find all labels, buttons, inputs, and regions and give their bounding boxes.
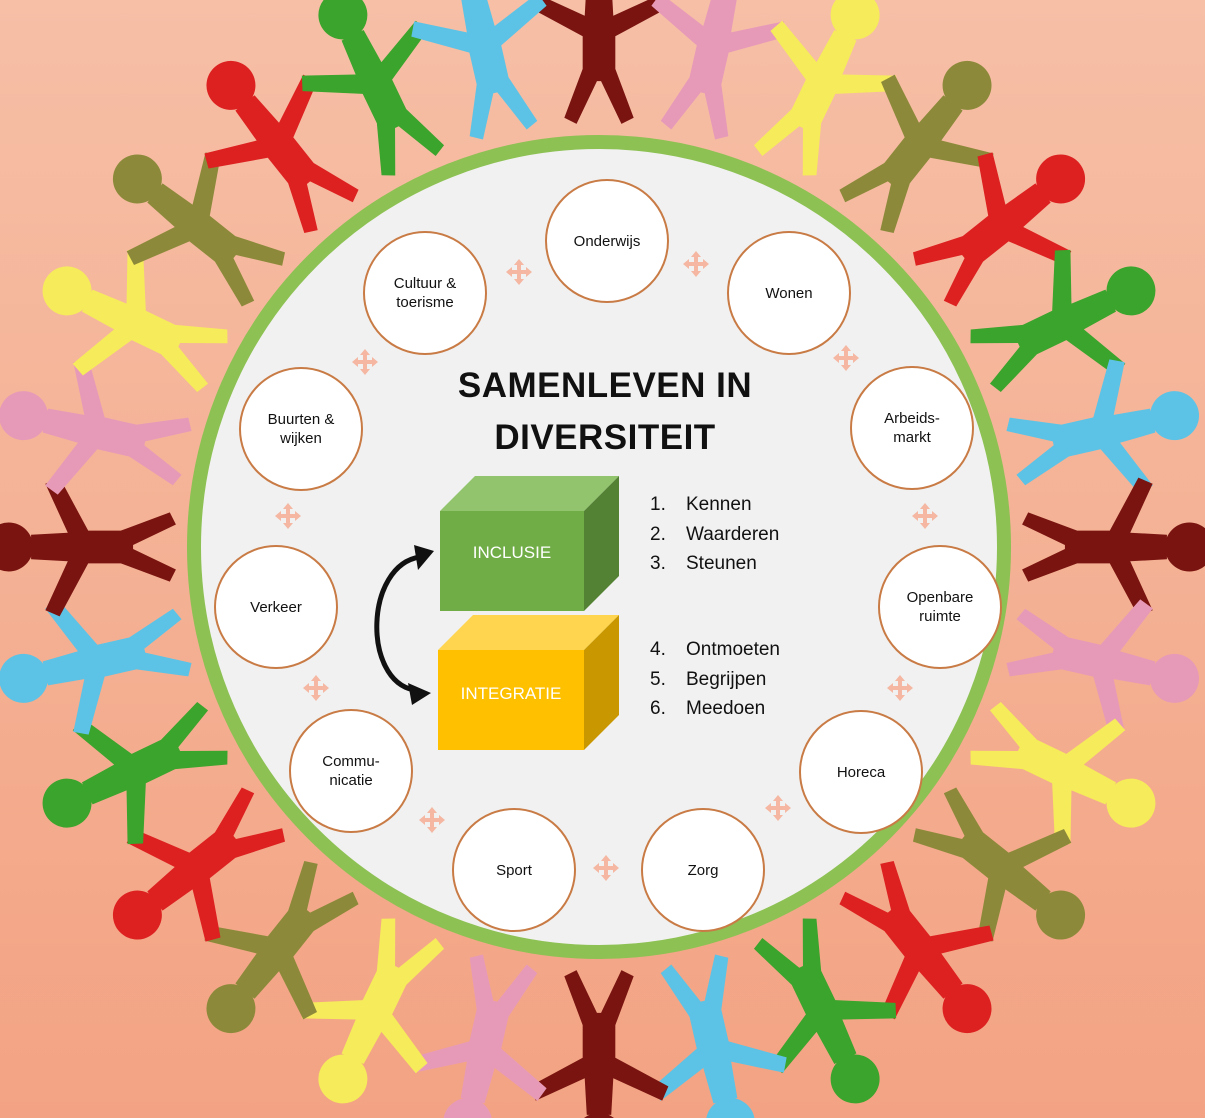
step-number: 2. <box>650 523 666 545</box>
inclusie-steps: 1. Kennen 2. Waarderen 3. Steunen <box>650 490 779 579</box>
title-line-1: SAMENLEVEN IN <box>457 366 753 405</box>
node-cultuur-toerisme: Cultuur & toerisme <box>363 231 487 355</box>
integratie-box <box>438 615 619 750</box>
node-label: Commu- <box>322 753 380 770</box>
node-horeca: Horeca <box>799 710 923 834</box>
node-communicatie: Commu-nicatie <box>289 709 413 833</box>
list-item: 3. Steunen <box>650 549 779 579</box>
step-number: 4. <box>650 639 666 660</box>
node-label: Arbeids- <box>884 410 940 427</box>
node-sport: Sport <box>452 808 576 932</box>
node-buurten-wijken: Buurten & wijken <box>239 367 363 491</box>
node-label: ruimte <box>919 608 961 625</box>
node-zorg: Zorg <box>641 808 765 932</box>
step-text: Ontmoeten <box>686 639 780 660</box>
node-label: Onderwijs <box>573 232 641 250</box>
step-text: Steunen <box>686 553 757 574</box>
step-text: Kennen <box>686 494 752 515</box>
step-number: 1. <box>650 494 666 515</box>
node-label: nicatie <box>329 772 373 789</box>
node-arbeidsmarkt: Arbeids-markt <box>850 366 974 490</box>
step-text: Meedoen <box>686 698 766 719</box>
step-text: Waarderen <box>686 523 780 545</box>
list-item: 6. Meedoen <box>650 694 780 724</box>
integratie-label: INTEGRATIE <box>460 684 562 703</box>
list-item: 4. Ontmoeten <box>650 635 780 665</box>
node-label: Horeca <box>836 763 886 781</box>
title-line-2: DIVERSITEIT <box>494 418 716 457</box>
node-label: Buurten & <box>267 411 335 428</box>
node-onderwijs: Onderwijs <box>545 179 669 303</box>
node-label: Wonen <box>765 284 813 302</box>
list-item: 1. Kennen <box>650 490 779 520</box>
diagram-title: SAMENLEVEN IN DIVERSITEIT <box>400 360 810 464</box>
inclusie-box <box>440 476 619 611</box>
step-number: 5. <box>650 668 666 690</box>
node-label: toerisme <box>396 294 454 311</box>
inclusie-label: INCLUSIE <box>472 543 552 562</box>
node-label: Verkeer <box>250 598 302 616</box>
node-verkeer: Verkeer <box>214 545 338 669</box>
node-label: Openbare <box>906 589 974 606</box>
list-item: 5. Begrijpen <box>650 665 780 695</box>
step-text: Begrijpen <box>686 668 767 690</box>
green-ring <box>187 135 1011 959</box>
node-wonen: Wonen <box>727 231 851 355</box>
step-number: 6. <box>650 698 666 719</box>
node-openbare-ruimte: Openbare ruimte <box>878 545 1002 669</box>
integratie-steps: 4. Ontmoeten 5. Begrijpen 6. Meedoen <box>650 635 780 724</box>
node-label: Sport <box>496 861 532 879</box>
node-label: markt <box>893 429 931 446</box>
node-label: wijken <box>280 430 322 447</box>
list-item: 2. Waarderen <box>650 520 779 550</box>
node-label: Cultuur & <box>393 275 457 292</box>
step-number: 3. <box>650 553 666 574</box>
curved-double-arrow-icon <box>374 545 434 705</box>
node-label: Zorg <box>687 861 719 879</box>
